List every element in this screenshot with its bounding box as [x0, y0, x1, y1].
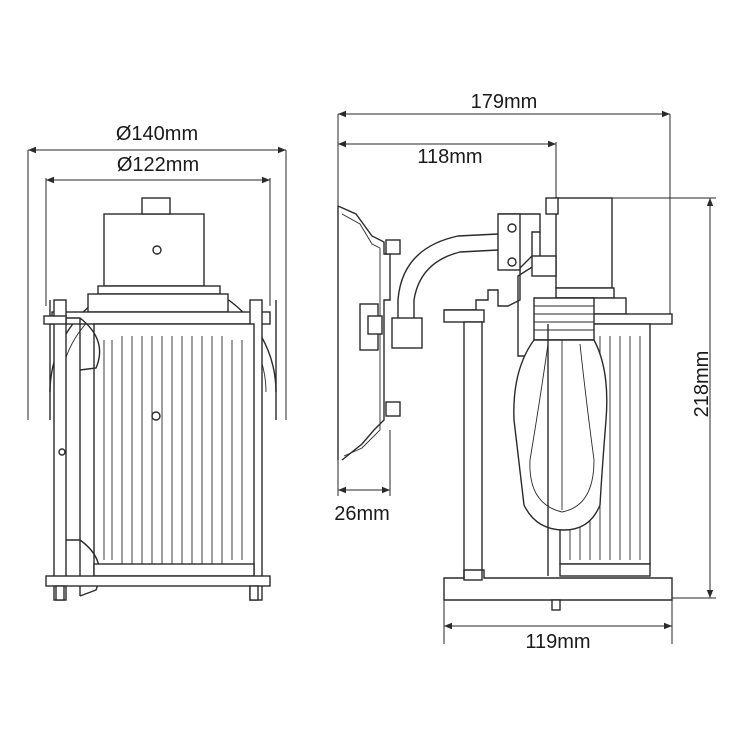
side-bracket-screw-bottom — [507, 257, 517, 267]
front-glass-screw — [151, 411, 161, 421]
side-back-post — [463, 321, 483, 581]
side-back-top-bracket — [443, 309, 485, 323]
front-cap-step2 — [87, 293, 229, 313]
side-canopy — [555, 197, 613, 289]
side-dim-179-label: 179mm — [471, 91, 538, 113]
side-dim-218-label: 218mm — [691, 351, 713, 418]
front-canopy-screw — [152, 245, 162, 255]
side-wall-screw-bottom — [385, 401, 401, 417]
front-dim-inner-label: Ø122mm — [117, 154, 199, 176]
side-dim-118-label: 118mm — [417, 146, 482, 168]
front-glass-base — [93, 563, 255, 577]
front-bottom-plate — [45, 575, 271, 587]
front-cap-step1 — [97, 285, 221, 295]
side-dim-26-label: 26mm — [334, 503, 390, 525]
side-cap-step1 — [555, 287, 615, 299]
side-bracket-screw-top — [507, 223, 517, 233]
side-wallplate-profile — [337, 205, 391, 461]
front-door-hinge — [58, 448, 66, 456]
front-glass — [93, 323, 255, 575]
side-wallplate-inner — [341, 213, 381, 457]
side-bulb-socket — [533, 297, 595, 341]
side-bracket-profile — [444, 213, 541, 311]
side-bulb-glass — [513, 339, 608, 531]
side-bulb-filament-loop — [529, 343, 595, 513]
front-left-foot — [55, 585, 65, 601]
front-glass-ribs — [103, 336, 243, 566]
side-bottom-plate — [443, 569, 673, 601]
side-view: 179mm 118mm 218mm 26mm 119mm — [334, 91, 716, 653]
side-holder-top — [531, 255, 557, 277]
side-wall-screw-top — [385, 239, 401, 255]
front-dim-outer-label: Ø140mm — [116, 123, 198, 145]
side-arm-inner — [413, 249, 499, 318]
side-glass-base — [559, 563, 651, 577]
side-canopy-tab — [545, 197, 559, 215]
side-arm-outer — [397, 233, 499, 318]
side-mount-clip-screw — [367, 315, 383, 335]
front-right-foot — [249, 585, 259, 601]
front-view: Ø140mm Ø122mm — [27, 123, 287, 601]
front-canopy-knob — [141, 197, 171, 215]
side-arm-base — [391, 317, 423, 349]
front-top-bracket — [43, 315, 67, 325]
side-dim-119-label: 119mm — [525, 631, 590, 653]
side-bottom-foot — [551, 599, 561, 611]
